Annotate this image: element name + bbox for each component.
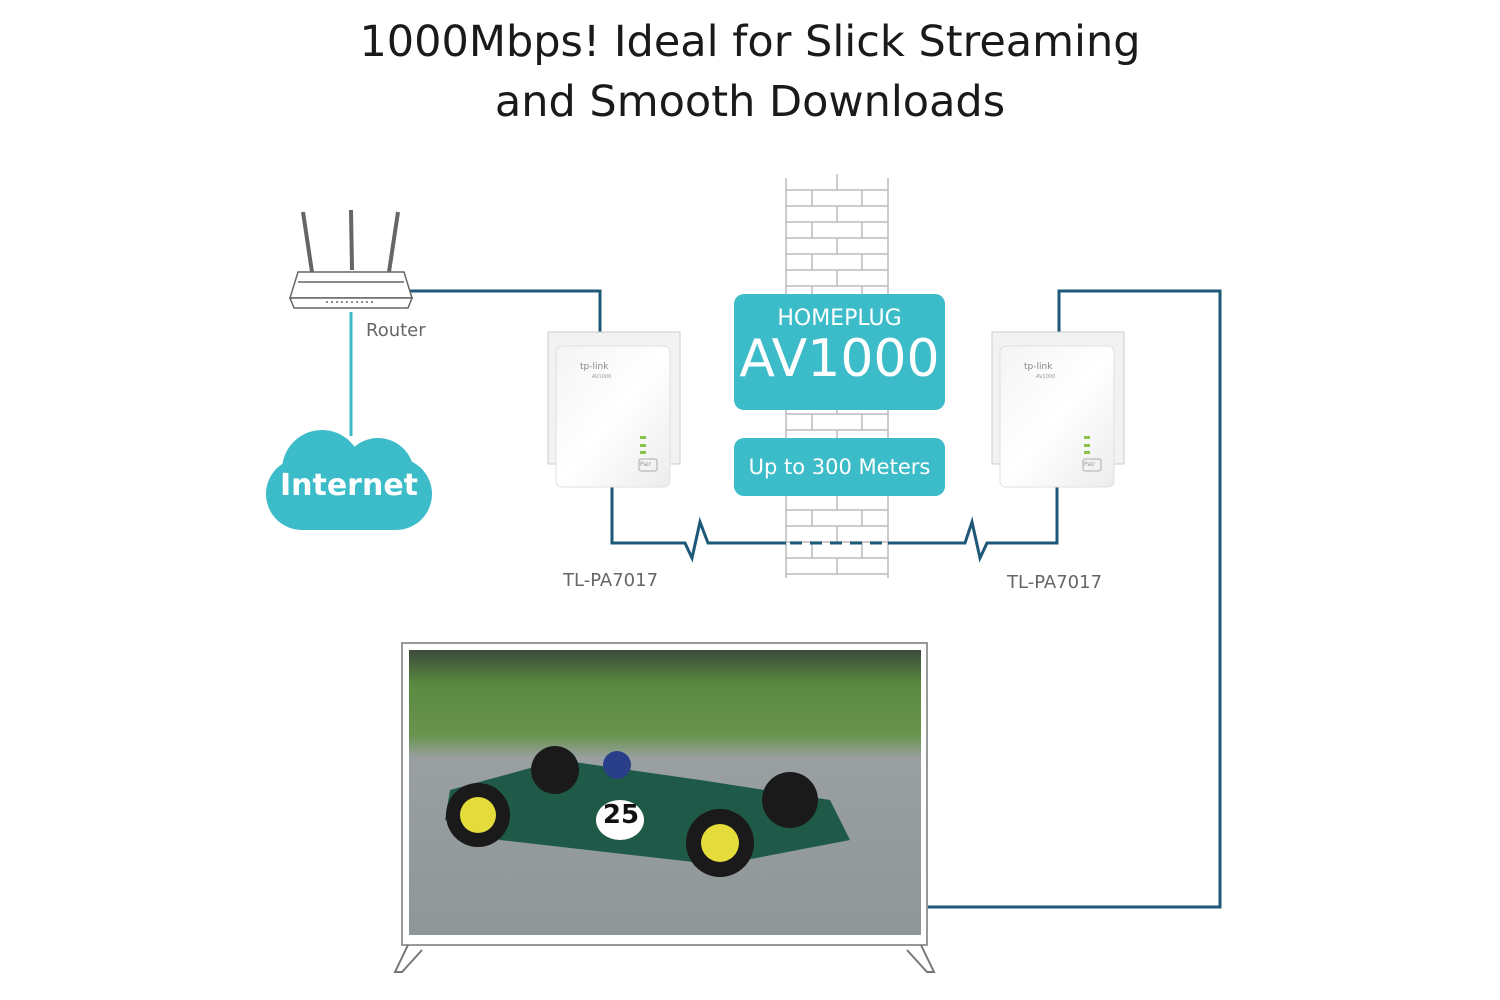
adapter-right-brand: tp-link (1024, 362, 1053, 372)
adapter-to-tv-cable (928, 289, 1222, 909)
powerline-cable (610, 486, 1059, 563)
adapter-left-icon (547, 331, 681, 488)
range-badge: Up to 300 Meters (734, 438, 945, 496)
adapter-left-pair-button: Pair (640, 461, 652, 468)
internet-label: Internet (279, 468, 419, 503)
internet-cloud-icon (266, 430, 432, 530)
adapter-right-icon (991, 331, 1125, 488)
adapter-left-brand: tp-link (580, 362, 609, 372)
tv-icon (393, 642, 936, 973)
adapter-left-model: TL-PA7017 (563, 570, 659, 591)
headline-line1: 1000Mbps! Ideal for Slick Streaming (359, 17, 1141, 67)
router-icon (288, 209, 414, 309)
homeplug-badge: HOMEPLUG AV1000 (734, 294, 945, 410)
homeplug-label: HOMEPLUG (777, 306, 902, 331)
adapter-right-sub: AV1000 (1036, 374, 1056, 380)
adapter-left-sub: AV1000 (592, 374, 612, 380)
headline-line2: and Smooth Downloads (494, 77, 1006, 127)
car-number: 25 (602, 800, 640, 830)
router-label: Router (366, 320, 426, 341)
adapter-right-pair-button: Pair (1084, 461, 1096, 468)
adapter-right-model: TL-PA7017 (1007, 572, 1103, 593)
av1000-label: AV1000 (739, 329, 940, 389)
race-car-image (445, 746, 850, 877)
router-to-adapter-cable (410, 289, 602, 334)
